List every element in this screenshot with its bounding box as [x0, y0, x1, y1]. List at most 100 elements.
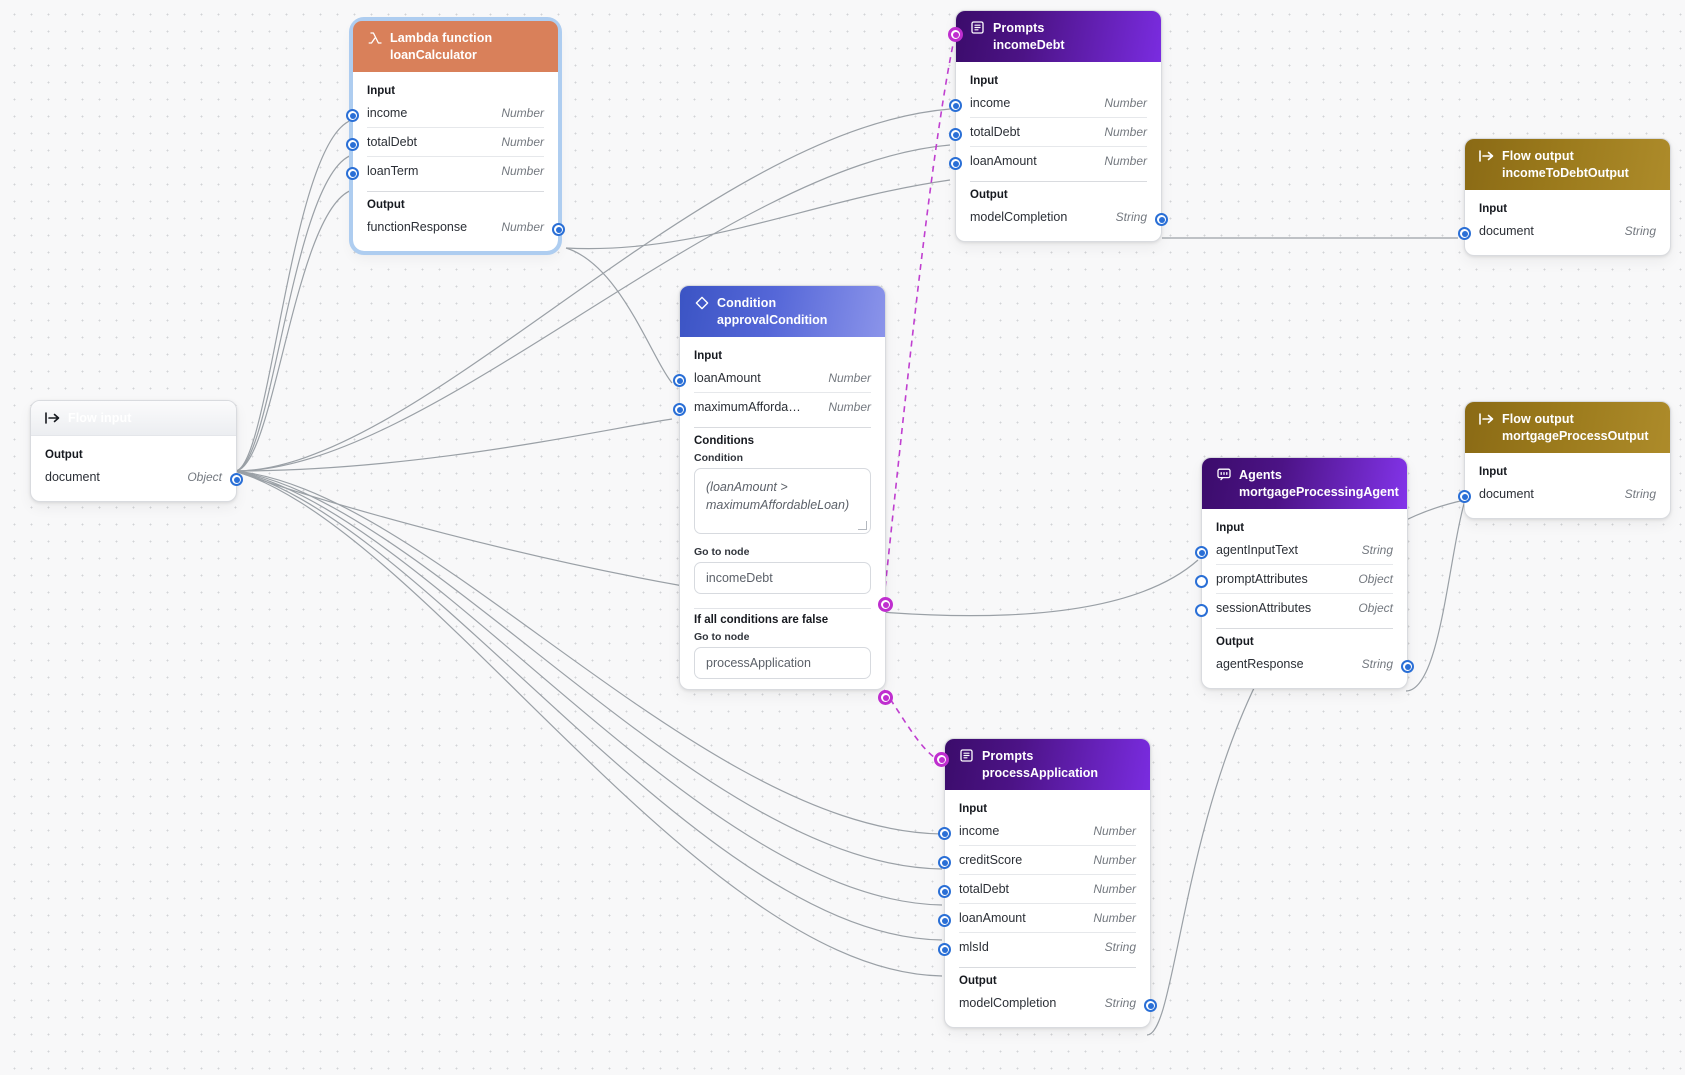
processapplication-entry-port[interactable] — [934, 752, 949, 767]
output-port-functionresponse[interactable] — [552, 223, 565, 236]
node-prompts-incomedebt[interactable]: Prompts incomeDebt Input income Number t… — [949, 10, 1168, 242]
flow-output-title: Flow output — [1502, 411, 1574, 426]
port-type: String — [1104, 996, 1136, 1010]
node-flow-input[interactable]: Flow input Output document Object — [30, 400, 243, 502]
condition-else-goto-input[interactable]: processApplication — [694, 647, 871, 679]
port-type: String — [1361, 657, 1393, 671]
divider — [694, 392, 871, 393]
port-type: Number — [828, 400, 871, 414]
node-flow-output-mortgageprocess[interactable]: Flow output mortgageProcessOutput Input … — [1458, 401, 1671, 519]
flow-input-output-document[interactable]: document Object — [31, 463, 243, 491]
output-port-modelcompletion[interactable] — [1155, 213, 1168, 226]
input-port-promptattributes[interactable] — [1195, 575, 1208, 588]
prompts-input-totaldebt[interactable]: totalDebt Number — [949, 118, 1161, 146]
port-type: String — [1624, 224, 1656, 238]
port-label: functionResponse — [367, 220, 468, 234]
port-type: Number — [1104, 154, 1147, 168]
input-port-totaldebt[interactable] — [938, 885, 951, 898]
incomedebt-entry-port[interactable] — [948, 27, 963, 42]
port-label: maximumAfforda… — [694, 400, 801, 414]
node-agents[interactable]: Agents mortgageProcessingAgent Input age… — [1195, 457, 1414, 689]
prompts-output-modelcompletion[interactable]: modelCompletion String — [945, 989, 1157, 1017]
lambda-input-income[interactable]: income Number — [346, 99, 558, 127]
prompts-input-loanamount[interactable]: loanAmount Number — [949, 147, 1161, 175]
prompts-title: Prompts — [993, 20, 1045, 35]
prompts-input-totaldebt[interactable]: totalDebt Number — [938, 875, 1150, 903]
agents-input-agentinputtext[interactable]: agentInputText String — [1195, 536, 1407, 564]
prompts-input-income[interactable]: income Number — [938, 817, 1150, 845]
condition-field-label: Condition — [694, 452, 743, 464]
lambda-input-loanterm[interactable]: loanTerm Number — [346, 157, 558, 185]
prompts-input-income[interactable]: income Number — [949, 89, 1161, 117]
prompts-output-modelcompletion[interactable]: modelCompletion String — [956, 203, 1168, 231]
diamond-icon — [694, 295, 709, 310]
flow-output-name: incomeToDebtOutput — [1502, 166, 1629, 180]
input-port-totaldebt[interactable] — [346, 138, 359, 151]
input-port-creditscore[interactable] — [938, 856, 951, 869]
output-port-document[interactable] — [230, 473, 243, 486]
input-port-loanamount[interactable] — [673, 374, 686, 387]
condition-input-maximumaffordable[interactable]: maximumAfforda… Number — [673, 393, 885, 421]
input-port-agentinputtext[interactable] — [1195, 546, 1208, 559]
agents-input-promptattributes[interactable]: promptAttributes Object — [1195, 565, 1407, 593]
node-lambda-function[interactable]: Lambda function loanCalculator Input inc… — [346, 17, 565, 255]
input-port-sessionattributes[interactable] — [1195, 604, 1208, 617]
port-label: agentInputText — [1216, 543, 1299, 557]
port-type: Number — [828, 371, 871, 385]
lambda-input-totaldebt[interactable]: totalDebt Number — [346, 128, 558, 156]
prompts-input-label: Input — [959, 803, 988, 815]
input-port-loanterm[interactable] — [346, 167, 359, 180]
port-label: document — [45, 470, 100, 484]
port-label: agentResponse — [1216, 657, 1304, 671]
prompts-process-header: Prompts processApplication — [945, 739, 1150, 790]
flow-output-input-document[interactable]: document String — [1458, 480, 1670, 508]
input-port-totaldebt[interactable] — [949, 128, 962, 141]
flow-input-title: Flow input — [68, 410, 132, 425]
output-port-modelcompletion[interactable] — [1144, 999, 1157, 1012]
port-type: Number — [501, 135, 544, 149]
input-port-loanamount[interactable] — [938, 914, 951, 927]
port-type: String — [1104, 940, 1136, 954]
prompts-input-mlsid[interactable]: mlsId String — [938, 933, 1150, 961]
input-port-document[interactable] — [1458, 490, 1471, 503]
output-port-agentresponse[interactable] — [1401, 660, 1414, 673]
flow-output-input-label: Input — [1479, 203, 1508, 215]
agents-name: mortgageProcessingAgent — [1239, 485, 1399, 499]
agents-title: Agents — [1239, 467, 1282, 482]
agents-output-agentresponse[interactable]: agentResponse String — [1202, 650, 1414, 678]
prompts-input-creditscore[interactable]: creditScore Number — [938, 846, 1150, 874]
condition-expression-input[interactable]: (loanAmount > maximumAffordableLoan) — [694, 468, 871, 534]
lambda-output-functionresponse[interactable]: functionResponse Number — [353, 213, 565, 241]
input-port-income[interactable] — [949, 99, 962, 112]
port-type: Number — [1093, 853, 1136, 867]
divider — [959, 845, 1136, 846]
condition-else-goto-label: Go to node — [694, 631, 750, 643]
port-label: income — [367, 106, 408, 120]
lambda-body: Input income Number totalDebt Number loa… — [346, 72, 565, 251]
prompts-input-label: Input — [970, 75, 999, 87]
input-port-income[interactable] — [346, 109, 359, 122]
flow-output-input-label: Input — [1479, 466, 1508, 478]
node-condition[interactable]: Condition approvalCondition Input loanAm… — [673, 285, 893, 705]
condition-input-loanamount[interactable]: loanAmount Number — [673, 364, 885, 392]
prompts-input-loanamount[interactable]: loanAmount Number — [938, 904, 1150, 932]
input-port-income[interactable] — [938, 827, 951, 840]
lambda-input-label: Input — [367, 85, 396, 97]
prompts-output-label: Output — [970, 189, 1008, 201]
port-label: modelCompletion — [970, 210, 1068, 224]
port-type: Number — [501, 220, 544, 234]
input-port-maximumaffordable[interactable] — [673, 403, 686, 416]
prompts-name: processApplication — [982, 766, 1098, 780]
condition-true-branch-port[interactable] — [878, 597, 893, 612]
prompts-name: incomeDebt — [993, 38, 1065, 52]
flow-input-header: Flow input — [31, 401, 236, 436]
condition-false-branch-port[interactable] — [878, 690, 893, 705]
node-prompts-processapplication[interactable]: Prompts processApplication Input income … — [938, 738, 1157, 1028]
input-port-loanamount[interactable] — [949, 157, 962, 170]
input-port-mlsid[interactable] — [938, 943, 951, 956]
node-flow-output-incometodebt[interactable]: Flow output incomeToDebtOutput Input doc… — [1458, 138, 1671, 256]
flow-output-input-document[interactable]: document String — [1458, 217, 1670, 245]
input-port-document[interactable] — [1458, 227, 1471, 240]
condition-goto-input[interactable]: incomeDebt — [694, 562, 871, 594]
agents-input-sessionattributes[interactable]: sessionAttributes Object — [1195, 594, 1407, 622]
